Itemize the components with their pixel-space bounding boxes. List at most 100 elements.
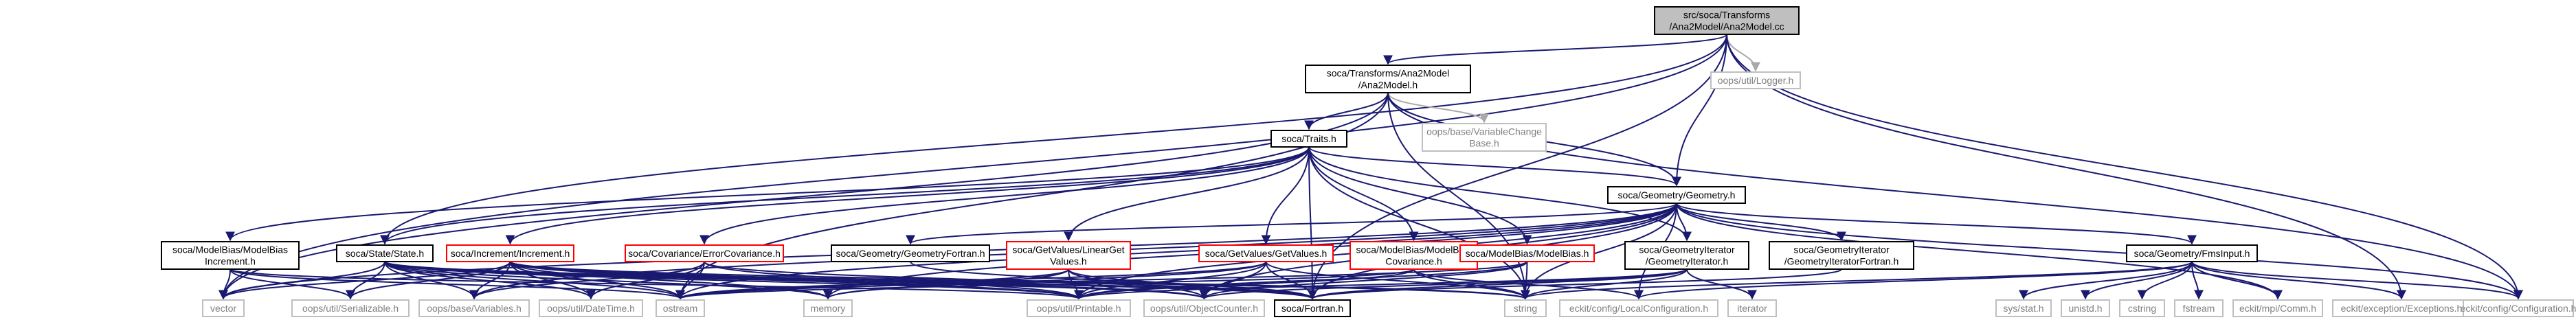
node-fstream[interactable]: fstream: [2174, 299, 2224, 317]
edge-fmsinput-to-unistd: [2081, 261, 2193, 300]
edge-traits-to-errcov: [699, 146, 1310, 245]
node-memory[interactable]: memory: [803, 299, 853, 317]
node-label: soca/GeometryIterator: [1793, 244, 1890, 255]
node-logger[interactable]: oops/util/Logger.h: [1710, 71, 1801, 89]
node-string[interactable]: string: [1504, 299, 1547, 317]
edge-increment-to-memory: [509, 261, 833, 300]
edge-fmsinput-to-comm: [2191, 261, 2283, 300]
node-printable[interactable]: oops/util/Printable.h: [1027, 299, 1131, 317]
node-label: oops/util/Printable.h: [1037, 303, 1121, 314]
node-unistd[interactable]: unistd.h: [2061, 299, 2110, 317]
node-geomiter_fortran[interactable]: soca/GeometryIterator/GeometryIteratorFo…: [1769, 241, 1914, 270]
node-box: [1559, 299, 1718, 317]
node-label: src/soca/Transforms: [1683, 10, 1770, 21]
node-label: soca/GeometryIterator: [1639, 244, 1735, 255]
edge-geomiter-to-printable: [1074, 268, 1688, 300]
node-box: [1143, 299, 1265, 317]
node-box: [1654, 6, 1800, 35]
node-box: [1504, 299, 1547, 317]
edge-traits-to-string: [1308, 146, 1530, 300]
edge-fmsinput-to-localconfig: [1634, 261, 2193, 300]
edge-modelbias-to-printable: [1074, 261, 1528, 300]
node-traits[interactable]: soca/Traits.h: [1270, 130, 1347, 148]
node-root[interactable]: src/soca/Transforms/Ana2Model/Ana2Model.…: [1654, 6, 1800, 35]
edge-errcov-to-datetime: [586, 261, 705, 300]
node-label: soca/Geometry/GeometryFortran.h: [836, 248, 985, 259]
node-label: soca/ModelBias/ModelBias: [172, 244, 288, 255]
node-box: [539, 299, 643, 317]
node-fortran[interactable]: soca/Fortran.h: [1274, 299, 1351, 317]
node-label: Increment.h: [205, 256, 256, 267]
edge-fmsinput-to-sysstat: [2019, 261, 2193, 300]
node-modelbias[interactable]: soca/ModelBias/ModelBias.h: [1459, 244, 1595, 262]
node-variables[interactable]: oops/base/Variables.h: [418, 299, 530, 317]
node-label: soca/ModelBias/ModelBias.h: [1466, 248, 1589, 259]
node-ostream[interactable]: ostream: [656, 299, 705, 317]
node-box: [1270, 130, 1347, 148]
node-geomfortran[interactable]: soca/Geometry/GeometryFortran.h: [831, 244, 990, 262]
node-localconfig[interactable]: eckit/config/LocalConfiguration.h: [1559, 299, 1718, 317]
edge-traits-to-increment: [505, 146, 1310, 245]
node-box: [2061, 299, 2110, 317]
node-label: soca/Fortran.h: [1281, 303, 1343, 314]
edge-geometry-to-fmsinput: [1676, 203, 2197, 245]
node-box: [1607, 186, 1746, 204]
node-label: soca/Geometry/Geometry.h: [1618, 189, 1736, 200]
node-geomiter[interactable]: soca/GeometryIterator/GeometryIterator.h: [1624, 241, 1749, 270]
node-box: [1995, 299, 2052, 317]
node-box: [446, 244, 574, 262]
node-box: [336, 244, 434, 262]
node-box: [291, 299, 410, 317]
node-configuration[interactable]: eckit/config/Configuration.h: [2461, 299, 2576, 317]
node-box: [2174, 299, 2224, 317]
node-ana2model_h[interactable]: soca/Transforms/Ana2Model/Ana2Model.h: [1305, 65, 1471, 93]
node-geometry[interactable]: soca/Geometry/Geometry.h: [1607, 186, 1746, 204]
node-label: Covariance.h: [1385, 256, 1442, 267]
node-state[interactable]: soca/State/State.h: [336, 244, 434, 262]
node-label: soca/State/State.h: [346, 248, 424, 259]
node-label: soca/Increment/Increment.h: [451, 248, 570, 259]
edge-fmsinput-to-configuration: [2191, 261, 2523, 300]
edge-modelbias_incr-to-serializable: [229, 268, 355, 300]
edge-geomiter-to-objectcounter: [1199, 268, 1688, 300]
edge-traits-to-getvalues: [1261, 146, 1310, 245]
node-serializable[interactable]: oops/util/Serializable.h: [291, 299, 410, 317]
node-datetime[interactable]: oops/util/DateTime.h: [539, 299, 643, 317]
node-box: [1769, 241, 1914, 270]
edge-fmsinput-to-exceptions: [2191, 261, 2406, 300]
node-label: memory: [811, 303, 846, 314]
node-box: [831, 244, 990, 262]
node-iterator[interactable]: iterator: [1727, 299, 1777, 317]
edge-increment-to-fortran: [509, 261, 1317, 300]
node-label: /GeometryIteratorFortran.h: [1784, 256, 1899, 267]
node-cstring[interactable]: cstring: [2119, 299, 2165, 317]
edge-traits-to-getvalues_lin: [1064, 146, 1310, 242]
node-fmsinput[interactable]: soca/Geometry/FmsInput.h: [2126, 244, 2258, 262]
node-label: oops/util/Serializable.h: [302, 303, 399, 314]
edge-traits-to-state: [380, 146, 1310, 245]
node-box: [418, 299, 530, 317]
node-exceptions[interactable]: eckit/exception/Exceptions.h: [2332, 299, 2471, 317]
node-objectcounter[interactable]: oops/util/ObjectCounter.h: [1143, 299, 1265, 317]
node-getvalues[interactable]: soca/GetValues/GetValues.h: [1198, 244, 1334, 262]
node-label: soca/Covariance/ErrorCovariance.h: [628, 248, 781, 259]
node-label: vector: [210, 303, 236, 314]
node-increment[interactable]: soca/Increment/Increment.h: [446, 244, 574, 262]
node-label: oops/util/DateTime.h: [547, 303, 635, 314]
node-label: Base.h: [1469, 138, 1499, 149]
node-sysstat[interactable]: sys/stat.h: [1995, 299, 2052, 317]
node-errcov[interactable]: soca/Covariance/ErrorCovariance.h: [625, 244, 784, 262]
node-vector[interactable]: vector: [202, 299, 245, 317]
edge-root-to-vector: [219, 34, 1727, 300]
node-label: eckit/config/Configuration.h: [2461, 303, 2576, 314]
node-label: oops/util/ObjectCounter.h: [1150, 303, 1258, 314]
node-box: [2126, 244, 2258, 262]
edge-getvalues_lin-to-fortran: [1068, 268, 1317, 300]
node-comm[interactable]: eckit/mpi/Comm.h: [2232, 299, 2323, 317]
node-label: soca/ModelBias/ModelBias: [1356, 244, 1471, 255]
edge-modelbias-to-objectcounter: [1199, 261, 1528, 300]
